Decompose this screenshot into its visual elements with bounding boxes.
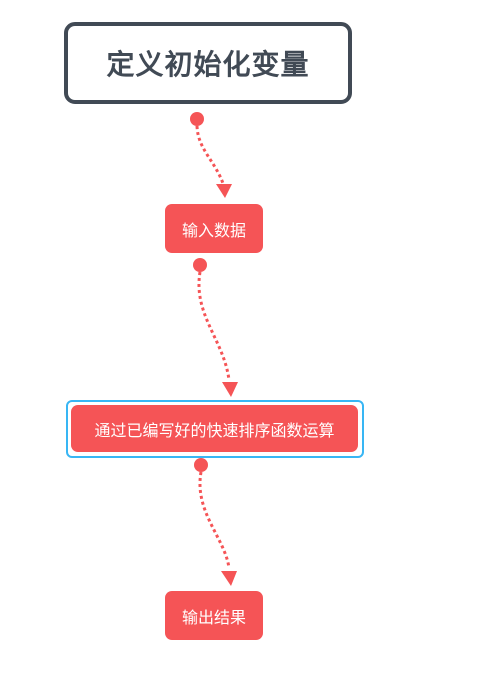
edge-sort-to-output-line [198, 471, 231, 569]
edge-sort-to-output [194, 458, 237, 586]
edge-root-to-input-start-dot [190, 112, 204, 126]
edge-input-to-sort-arrowhead [222, 382, 238, 397]
edge-input-to-sort [193, 258, 238, 397]
edge-sort-to-output-arrowhead [221, 571, 237, 586]
step-node-input-label: 输入数据 [181, 220, 246, 240]
step-node-output[interactable]: 输出结果 [165, 591, 263, 640]
selection-frame [66, 400, 364, 458]
root-node[interactable]: 定义初始化变量 [64, 22, 352, 104]
step-node-sort[interactable]: 通过已编写好的快速排序函数运算 [71, 405, 358, 452]
edge-input-to-sort-start-dot [193, 258, 207, 272]
step-node-output-label: 输出结果 [181, 607, 246, 627]
step-node-input[interactable]: 输入数据 [165, 204, 263, 253]
edge-root-to-input-line [195, 125, 226, 187]
edge-sort-to-output-start-dot [194, 458, 208, 472]
root-node-label: 定义初始化变量 [106, 48, 310, 81]
edge-root-to-input [190, 112, 232, 198]
edge-root-to-input-arrowhead [216, 184, 232, 198]
step-node-sort-label: 通过已编写好的快速排序函数运算 [94, 420, 335, 440]
edge-input-to-sort-line [197, 271, 231, 381]
